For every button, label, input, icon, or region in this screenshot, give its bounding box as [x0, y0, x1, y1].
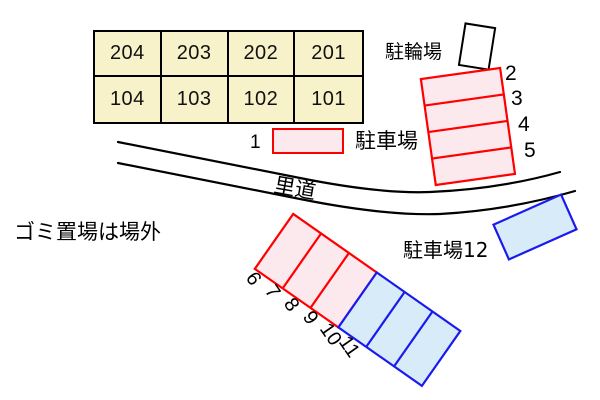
unit-cell: 201: [295, 32, 362, 77]
parking-stall-12-shape: [492, 193, 578, 261]
unit-cell: 202: [228, 32, 296, 77]
unit-cell: 102: [229, 77, 296, 122]
bicycle-parking-shape: [457, 22, 497, 71]
apartment-unit-grid: 204 203 202 201 104 103 102 101: [93, 30, 364, 124]
stall-number-2: 2: [505, 62, 517, 85]
road-upper-edge: [116, 140, 562, 194]
stall-number-3: 3: [511, 87, 523, 110]
legend-label: 駐車場: [355, 129, 418, 153]
unit-cell: 103: [162, 77, 229, 122]
road-lower-edge: [116, 161, 577, 216]
unit-cell: 104: [95, 77, 162, 122]
parking-stalls-2-to-5: [419, 66, 517, 187]
unit-cell: 203: [161, 32, 229, 77]
trash-area-note: ゴミ置場は場外: [14, 220, 161, 244]
bicycle-parking-label: 駐輪場: [385, 41, 443, 63]
parking-stalls-9-to-11: [336, 270, 462, 388]
legend-stall-number: 1: [250, 132, 261, 153]
unit-cell: 204: [95, 32, 162, 77]
unit-cell: 101: [311, 88, 347, 110]
stall-number-4: 4: [518, 113, 530, 136]
stall-number-5: 5: [524, 139, 536, 162]
legend-color-swatch: [272, 128, 344, 154]
parking-12-label: 駐車場12: [403, 238, 489, 262]
